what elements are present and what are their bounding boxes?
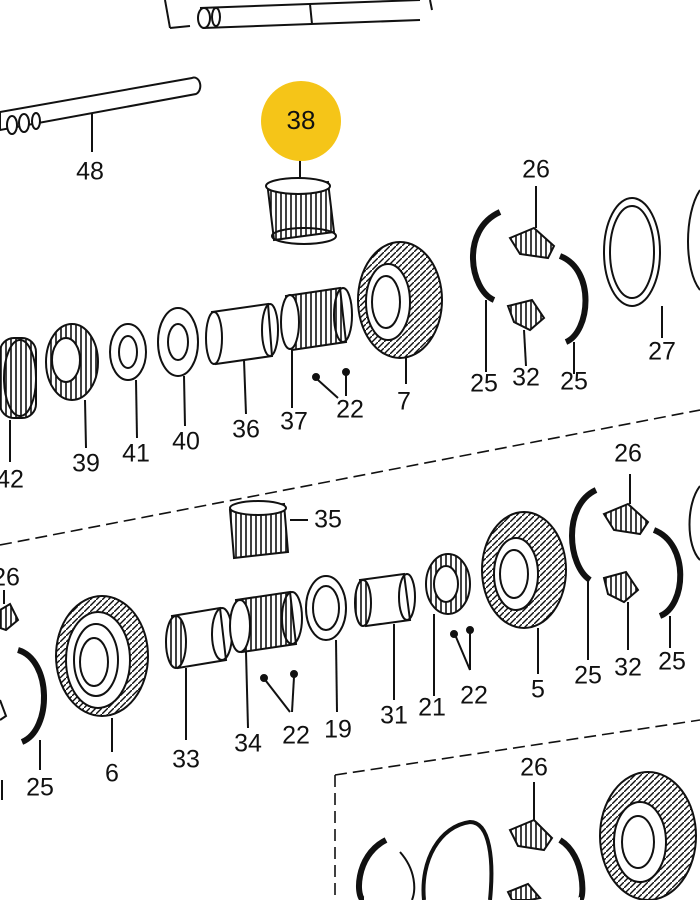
needle-bearing-38 <box>265 150 337 245</box>
part-label-40: 40 <box>172 427 200 456</box>
callout-label-38: 38 <box>286 104 316 135</box>
part-label-32: 32 <box>614 653 642 682</box>
part-label-31: 31 <box>380 701 408 730</box>
part-label-26: 26 <box>522 155 550 184</box>
part-label-6: 6 <box>105 759 119 788</box>
part-label-41: 41 <box>122 439 150 468</box>
top-shaft <box>164 0 433 29</box>
part-label-25: 25 <box>470 369 498 398</box>
callout-highlight-38: 38 <box>261 81 341 161</box>
part-label-34: 34 <box>234 729 262 758</box>
part-label-25: 25 <box>26 773 54 802</box>
part-label-19: 19 <box>324 715 352 744</box>
row2-parts <box>0 474 700 800</box>
part-label-36: 36 <box>232 415 260 444</box>
part-label-22: 22 <box>282 721 310 750</box>
part-label-22: 22 <box>336 395 364 424</box>
part-label-22: 22 <box>460 681 488 710</box>
part-label-21: 21 <box>418 693 446 722</box>
part-label-39: 39 <box>72 449 100 478</box>
part-label-25: 25 <box>560 367 588 396</box>
part-label-7: 7 <box>397 387 411 416</box>
part-label-35: 35 <box>314 505 342 534</box>
part-label-33: 33 <box>172 745 200 774</box>
part-label-32: 32 <box>512 363 540 392</box>
shaft-48 <box>0 76 202 152</box>
part-label-26: 26 <box>520 753 548 782</box>
row3-parts <box>356 771 697 900</box>
part-label-37: 37 <box>280 407 308 436</box>
part-label-25: 25 <box>574 661 602 690</box>
part-label-5: 5 <box>531 675 545 704</box>
dashed-assembly-lines <box>0 409 700 900</box>
part-label-27: 27 <box>648 337 676 366</box>
part-label-42: 42 <box>0 465 24 494</box>
part-label-48: 48 <box>76 157 104 186</box>
part-label-26: 26 <box>614 439 642 468</box>
part-label-25: 25 <box>658 647 686 676</box>
needle-bearing-35 <box>228 500 308 560</box>
part-label-26: 26 <box>0 563 20 592</box>
row1-parts <box>0 186 700 462</box>
